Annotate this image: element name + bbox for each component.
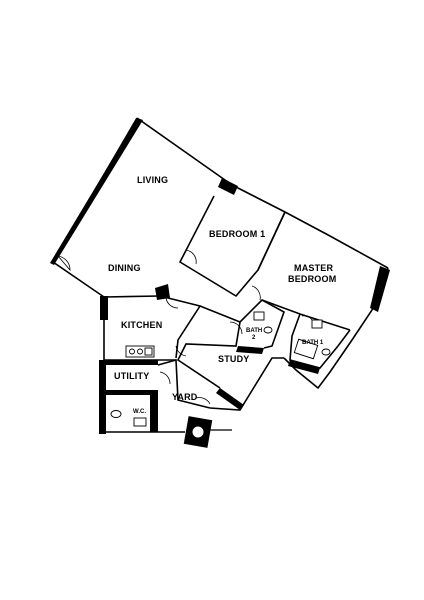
- wall-segment: [288, 360, 320, 374]
- master-east-wall: [283, 267, 389, 390]
- door-swing: [229, 321, 243, 335]
- bath2-basin: [253, 311, 265, 321]
- door-swing: [159, 371, 171, 385]
- bedroom1-label: BEDROOM 1: [209, 229, 265, 239]
- bath1-bathtub: [293, 338, 319, 360]
- yard-label: YARD: [172, 392, 198, 402]
- bath2-label-line1: BATH: [246, 328, 262, 334]
- door-swing: [251, 285, 261, 301]
- bath2-walls: [239, 299, 285, 349]
- bedroom-divider: [257, 211, 286, 271]
- living-label: LIVING: [137, 175, 168, 185]
- room-labels: LIVING DINING BEDROOM 1 MASTER BEDROOM K…: [108, 175, 336, 415]
- fixtures: [110, 311, 331, 448]
- door-swing: [195, 397, 211, 405]
- wall-segment: [99, 360, 106, 434]
- wc-toilet: [110, 410, 122, 418]
- yard-walls: [157, 358, 211, 409]
- bath1-label: BATH 1: [302, 340, 324, 346]
- wall-segment: [155, 284, 170, 300]
- wall-segment: [218, 178, 238, 195]
- stove-burner: [129, 348, 135, 355]
- wall-segment: [104, 360, 158, 365]
- sink: [144, 347, 153, 356]
- wall-segment: [104, 390, 158, 395]
- master-south-wall: [261, 299, 351, 331]
- wc-label: W.C.: [133, 409, 146, 415]
- wall-segment: [370, 266, 390, 312]
- bath1-basin: [311, 319, 323, 329]
- bath2-label-line2: 2: [252, 335, 256, 341]
- yard-east-wall: [209, 357, 284, 411]
- living-west-wall: [51, 117, 161, 298]
- master-bedroom-label-line2: BEDROOM: [288, 274, 336, 284]
- bath1-toilet: [321, 348, 331, 356]
- door-swing: [57, 255, 71, 272]
- door-swing: [185, 249, 197, 265]
- door-swing: [175, 345, 187, 357]
- bath2-toilet: [263, 326, 273, 334]
- dining-label: DINING: [108, 263, 141, 273]
- thick-walls: [50, 118, 390, 434]
- door-swing: [165, 297, 179, 309]
- study-walls: [176, 305, 241, 389]
- wall-segment: [100, 296, 108, 320]
- doors: [57, 249, 315, 405]
- kitchen-label: KITCHEN: [121, 320, 162, 330]
- master-bedroom-label-line1: MASTER: [294, 263, 334, 273]
- wall-segment: [150, 390, 158, 432]
- kitchen-east-wall: [159, 295, 202, 359]
- living-northeast-wall: [136, 117, 389, 269]
- wall-segment: [50, 118, 143, 265]
- wall-segment: [236, 346, 264, 354]
- interior-walls: [104, 195, 351, 409]
- stove-burner: [137, 348, 143, 355]
- study-label: STUDY: [218, 354, 250, 364]
- wall-segment: [216, 388, 244, 410]
- bath1-walls: [289, 313, 351, 369]
- wc-basin: [133, 417, 147, 427]
- bay-drain: [191, 425, 205, 439]
- utility-label: UTILITY: [114, 371, 149, 381]
